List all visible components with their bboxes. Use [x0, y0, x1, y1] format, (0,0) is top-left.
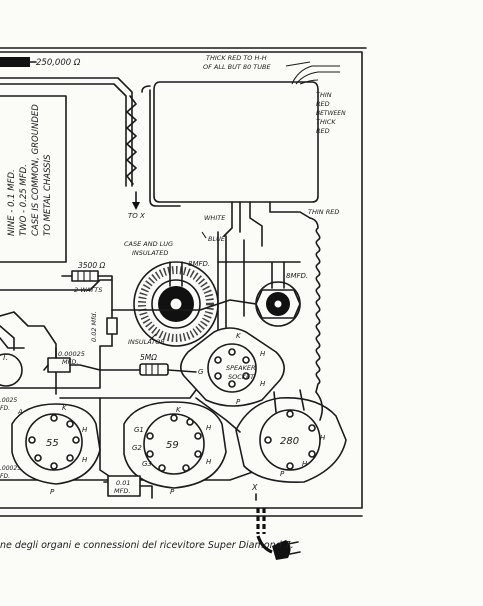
insulator-arrow — [149, 333, 157, 341]
t280-pin-p: P — [280, 470, 285, 478]
spk-pin-h2: H — [260, 380, 266, 388]
power-transformer — [141, 81, 319, 207]
c8mfd-b-label: 8MFD. — [286, 272, 308, 280]
capacitor-info-box — [0, 95, 67, 263]
tube-280-label: 280 — [280, 436, 299, 447]
info-line-4: TO METAL CHASSIS — [43, 154, 53, 236]
wire-h-mid — [111, 299, 257, 311]
top-wire-b — [0, 83, 127, 187]
thin-red-lead — [269, 201, 311, 219]
twisted-wire — [126, 95, 137, 185]
lead-arrow — [285, 61, 311, 67]
speaker-label-2: SOCKET — [228, 373, 255, 381]
tube-59-socket — [123, 401, 227, 489]
tube-59-label: 59 — [166, 440, 179, 451]
lead-thick-red-1 — [291, 65, 340, 85]
t55-pin-h: H — [82, 426, 88, 434]
power-cord-bend — [256, 535, 273, 554]
t59-pin-p: P — [170, 488, 175, 496]
wire-280-leads — [273, 389, 324, 421]
electrolytic-capacitor-8mfd — [255, 261, 301, 327]
thin-red-between-4: THICK — [316, 118, 336, 126]
info-line-1: NINE - 0.1 MFD. — [7, 169, 17, 236]
t59-pin-h: H — [206, 424, 212, 432]
r3500-label: 3500 Ω — [78, 261, 105, 270]
t55-pin-p: P — [50, 488, 55, 496]
r3500-watts-label: 2 WATTS — [74, 286, 102, 294]
chassis-outline — [0, 47, 367, 509]
t59-pin-h2: H — [206, 458, 212, 466]
case-lug-label-2: INSULATED — [132, 249, 168, 257]
capacitor-0-02 — [106, 309, 118, 347]
resistor-5meg — [99, 363, 197, 376]
blue-lead — [249, 201, 263, 247]
c001-label-2: MFD. — [114, 487, 130, 495]
speaker-socket — [180, 327, 285, 407]
spk-pin-g: G — [198, 368, 204, 376]
thick-red-label-1: THICK RED TO H-H — [206, 54, 267, 62]
left-t-label: T. — [2, 353, 8, 362]
c00025-label-1: 0.00025 — [58, 350, 85, 358]
bus-wire-1 — [59, 389, 197, 399]
figure-caption: ne degli organi e connessioni del ricevi… — [0, 540, 294, 551]
left-cut-label-1: .0025 — [0, 397, 17, 404]
lead-thick-red-2 — [295, 71, 340, 85]
info-line-3: CASE IS COMMON, GROUNDED — [31, 104, 41, 236]
left-cut-components — [0, 311, 113, 395]
white-label: WHITE — [204, 214, 226, 222]
spk-pin-k: K — [236, 332, 242, 340]
to-x-label: TO X — [128, 212, 145, 220]
c002-label: 0.02 Mfd. — [90, 311, 98, 342]
t280-pin-h: H — [302, 460, 308, 468]
resistor-3500 — [61, 270, 113, 311]
r5meg-label: 5MΩ — [140, 353, 157, 362]
electrolytic-capacitor-8mfd-insulated — [133, 261, 219, 347]
resistor-250k-label: 250,000 Ω — [36, 58, 81, 68]
tube-55-label: 55 — [46, 438, 59, 449]
t59-pin-k: K — [176, 406, 182, 414]
t280-pin-h2: H — [320, 434, 326, 442]
resistor-250k — [0, 57, 37, 67]
spk-pin-p: P — [236, 398, 241, 406]
thick-red-label-2: OF ALL BUT 80 TUBE — [203, 63, 271, 71]
thin-red-between-5: RED — [316, 127, 330, 135]
case-lug-label-1: CASE AND LUG — [124, 240, 173, 248]
left-cut-label-4: FD. — [0, 473, 10, 480]
c8mfd-a-label: 8MFD. — [188, 260, 210, 268]
power-plug — [272, 540, 301, 560]
t55-pin-a: A — [17, 408, 23, 416]
speaker-label-1: SPEAKER — [226, 364, 256, 372]
insulator-label: INSULATOR — [128, 338, 165, 346]
wire-left-bus — [99, 397, 113, 479]
capacitor-0-01 — [103, 475, 153, 499]
spk-pin-h: H — [260, 350, 266, 358]
blue-arrow — [201, 231, 207, 239]
wire-diag — [195, 397, 241, 433]
info-line-2: TWO - 0.25 MFD. — [19, 164, 29, 236]
capacitor-info-text: NINE - 0.1 MFD. TWO - 0.25 MFD. CASE IS … — [7, 104, 53, 236]
thin-red-label: THIN RED — [308, 208, 339, 216]
blue-label: BLUE — [208, 235, 226, 243]
left-cut-label-3: .00025 — [0, 465, 21, 472]
c001-label-1: 0.01 — [116, 479, 130, 487]
left-cut-label-2: FD. — [0, 405, 10, 412]
t55-pin-k: K — [62, 404, 68, 412]
x-mark-label: X — [251, 483, 258, 492]
coiled-wire — [309, 217, 321, 393]
thin-red-between-1: THIN — [316, 91, 332, 99]
lead-thin-red-between — [299, 79, 319, 85]
thin-red-between-3: BETWEEN — [316, 110, 346, 117]
wire-mid-left — [0, 279, 113, 291]
t59-pin-g3: G3 — [142, 460, 152, 468]
t55-pin-h2: H — [82, 456, 88, 464]
t59-pin-g2: G2 — [132, 444, 142, 452]
white-lead — [223, 201, 233, 237]
thin-red-between-2: RED — [316, 100, 330, 108]
tube-280-socket — [235, 397, 347, 483]
c00025-label-2: MFD. — [62, 358, 78, 366]
t59-pin-g1: G1 — [134, 426, 144, 434]
to-x-arrow-head — [132, 202, 140, 210]
